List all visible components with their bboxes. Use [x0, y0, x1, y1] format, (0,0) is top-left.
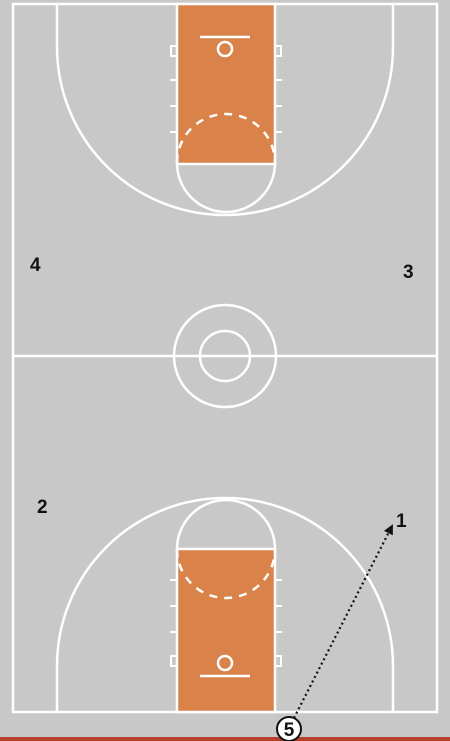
- player-2-label: 2: [37, 497, 48, 518]
- top-free-throw-circle: [175, 162, 277, 214]
- bottom-free-throw-circle-dashed: [175, 548, 277, 600]
- player-3-label: 3: [403, 262, 414, 283]
- top-key-outline: [175, 2, 277, 166]
- bottom-three-point-arc: [55, 496, 395, 712]
- bottom-key-paint: [177, 549, 275, 712]
- bottom-key-outline: [175, 547, 277, 714]
- player-5-circle: [276, 716, 302, 741]
- movement-arrow-5-to-1: [293, 524, 393, 719]
- bottom-lane-marks: [170, 579, 282, 667]
- baseline-strip: [0, 737, 450, 741]
- player-4-label: 4: [30, 255, 41, 276]
- bottom-free-throw-circle: [175, 498, 277, 550]
- player-1-label: 1: [396, 511, 407, 532]
- center-circle-inner: [198, 329, 252, 383]
- player-5-label: 5: [284, 720, 295, 741]
- top-free-throw-circle-dashed: [175, 112, 277, 164]
- bottom-rim: [216, 654, 234, 672]
- player-5-marker: 5: [276, 716, 302, 741]
- top-rim: [216, 40, 234, 58]
- center-circle-outer: [172, 303, 278, 409]
- top-three-point-arc: [55, 4, 395, 217]
- top-lane-marks: [170, 45, 282, 133]
- top-key-paint: [177, 4, 275, 164]
